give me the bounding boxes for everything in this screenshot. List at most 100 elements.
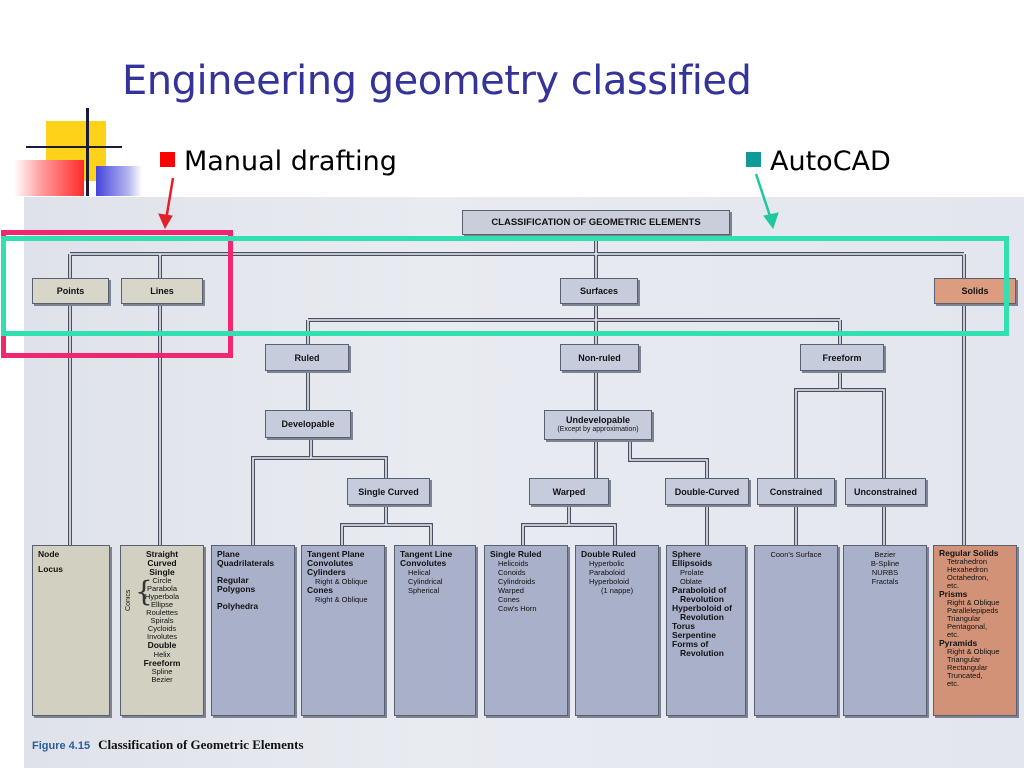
conics-brace-icon: { (135, 575, 153, 608)
root-node-box: CLASSIFICATION OF GEOMETRIC ELEMENTS (462, 210, 730, 235)
column-constrained: Coon's Surface (754, 545, 838, 716)
double-ruled-item: Double Ruled (581, 549, 636, 559)
single-item: Single (149, 567, 175, 577)
pyramid-type-item: Truncated, (947, 671, 983, 680)
unconstrained-item: Fractals (871, 577, 899, 586)
unconstrained-item: NURBS (871, 568, 899, 577)
developable-box: Developable (265, 410, 351, 438)
column-double-ruled: Double Ruled Hyperbolic Paraboloid Hyper… (575, 545, 659, 716)
pyramid-type-item: etc. (947, 679, 960, 688)
prism-type-item: Pentagonal, (947, 622, 988, 631)
figure-caption-text: Classification of Geometric Elements (98, 737, 304, 752)
right-oblique-item: Right & Oblique (315, 595, 368, 604)
ellipsoids-item: Ellipsoids (672, 558, 713, 568)
pyramids-item: Pyramids (939, 638, 978, 648)
regular-solid-type-item: etc. (947, 581, 960, 590)
freeform-item: Freeform (143, 658, 181, 668)
node-item: Node (38, 549, 60, 559)
undevelopable-box: Undevelopable (Except by approximation) (544, 410, 652, 440)
tangent-plane-item: Tangent Plane (307, 549, 365, 559)
column-solids: Regular Solids Tetrahedron Hexahedron Oc… (933, 545, 1017, 716)
autocad-highlight (1, 236, 1009, 336)
column-lines: Straight Curved Single Circle Parabola H… (120, 545, 204, 716)
page-title: Engineering geometry classified (122, 58, 752, 104)
conic-item: Hyperbola (144, 592, 180, 601)
single-curved-box: Single Curved (347, 478, 430, 505)
warped-surface-item: Cones (498, 595, 520, 604)
legend-autocad-label: AutoCAD (770, 146, 891, 177)
warped-surface-item: Helicoids (498, 559, 529, 568)
warped-surface-item: Cylindroids (498, 577, 536, 586)
warped-surface-item: Conoids (498, 568, 526, 577)
paraboloid-revolution-item: Revolution (680, 594, 724, 604)
hyperboloid-item: Hyperboloid of (672, 603, 732, 613)
double-curved-box: Double-Curved (665, 478, 749, 505)
legend-autocad: AutoCAD (746, 146, 891, 177)
double-ruled-type-item: Hyperbolic (589, 559, 625, 568)
unconstrained-box: Unconstrained (845, 478, 926, 505)
prism-type-item: Triangular (947, 614, 981, 623)
polygons-item: Polygons (217, 584, 256, 594)
conics-label: Conics (125, 589, 132, 611)
free-curve-item: Spline (151, 667, 173, 676)
pyramid-type-item: Triangular (947, 655, 981, 664)
freeform-box: Freeform (800, 344, 884, 371)
solids-box: Solids (934, 278, 1016, 304)
curve-item: Cycloids (147, 624, 177, 633)
column-tangent-line: Tangent Line Convolutes Helical Cylindri… (394, 545, 476, 716)
conic-item: Circle (152, 576, 172, 585)
double-ruled-type-item: Paraboloid (589, 568, 625, 577)
unconstrained-item: Bezier (874, 550, 896, 559)
constrained-box: Constrained (757, 478, 835, 505)
decorative-vertical-line (86, 108, 89, 196)
lines-box: Lines (121, 278, 203, 304)
right-oblique-item: Right & Oblique (315, 577, 368, 586)
cones-item: Cones (307, 585, 333, 595)
legend-manual-drafting: Manual drafting (160, 146, 397, 177)
double-ruled-type-item: (1 nappe) (601, 586, 634, 595)
forms-item: Forms of (672, 639, 709, 649)
helix-item: Helix (153, 650, 171, 659)
points-box: Points (32, 278, 109, 304)
prism-type-item: Parallelepipeds (947, 606, 999, 615)
paraboloid-item: Paraboloid of (672, 585, 727, 595)
column-node: Node Locus (32, 545, 110, 716)
regular-solid-type-item: Octahedron, (947, 573, 989, 582)
column-single-ruled: Single Ruled Helicoids Conoids Cylindroi… (484, 545, 568, 716)
pyramid-type-item: Rectangular (947, 663, 988, 672)
sphere-item: Sphere (672, 549, 701, 559)
double-ruled-type-item: Hyperboloid (589, 577, 630, 586)
torus-item: Torus (672, 621, 695, 631)
curve-item: Spirals (150, 616, 174, 625)
forms-revolution-item: Revolution (680, 648, 724, 658)
teal-square-bullet-icon (746, 152, 761, 167)
prisms-item: Prisms (939, 589, 968, 599)
locus-item: Locus (38, 564, 64, 574)
single-ruled-item: Single Ruled (490, 549, 542, 559)
column-unconstrained: Bezier B-Spline NURBS Fractals (843, 545, 927, 716)
surfaces-box: Surfaces (560, 278, 638, 304)
column-plane: Plane Quadrilaterals Regular Polygons Po… (211, 545, 295, 716)
free-curve-item: Bezier (151, 675, 173, 684)
curve-item: Involutes (146, 632, 178, 641)
red-square-bullet-icon (160, 152, 175, 167)
regular-solid-type-item: Hexahedron (947, 565, 988, 574)
undevelopable-note: (Except by approximation) (557, 426, 639, 433)
plane-item: Plane (217, 549, 240, 559)
decorative-horizontal-line (26, 146, 122, 148)
column-double-curved: Sphere Ellipsoids Prolate Oblate Parabol… (666, 545, 746, 716)
prism-type-item: Right & Oblique (947, 598, 1000, 607)
nonruled-box: Non-ruled (560, 344, 639, 371)
warped-surface-item: Warped (498, 586, 524, 595)
regular-solid-type-item: Tetrahedron (947, 557, 988, 566)
warped-surface-item: Cow's Horn (498, 604, 537, 613)
decorative-red-square (14, 160, 84, 196)
regular-item: Regular (217, 575, 249, 585)
undevelopable-label: Undevelopable (565, 415, 630, 425)
tangent-line-item: Tangent Line (400, 549, 453, 559)
regular-solids-item: Regular Solids (939, 548, 999, 558)
prism-type-item: etc. (947, 630, 960, 639)
coons-surface-item: Coon's Surface (770, 550, 822, 559)
warped-box: Warped (529, 478, 609, 505)
cylinders-item: Cylinders (307, 567, 346, 577)
